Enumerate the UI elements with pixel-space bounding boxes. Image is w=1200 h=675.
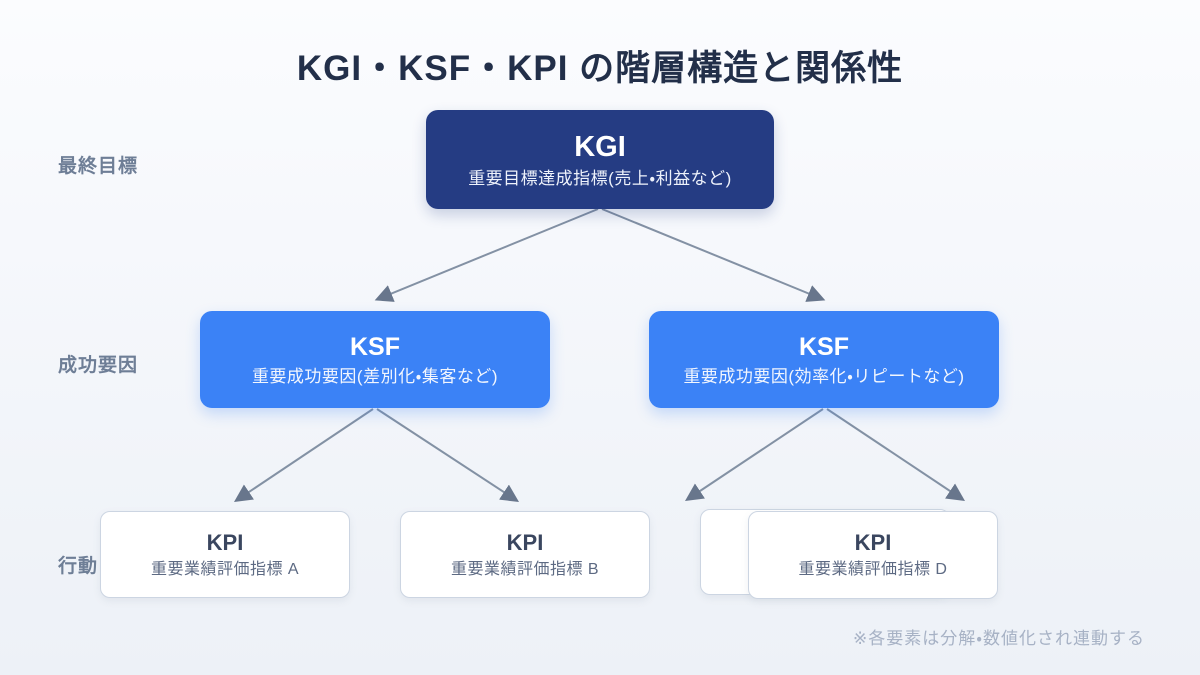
arrow-ksfr-to-kpi-c [685,408,824,501]
ksf-right-card-description: 重要成功要因(効率化・リピートなど) [683,366,965,386]
page-title: KGI・KSF・KPI の階層構造と関係性 [296,49,904,88]
ksf-right-card-title: KSF [799,332,849,361]
ksf-left-card: KSF 重要成功要因(差別化・集客など) [200,311,550,408]
footnote: ※各要素は分解・数値化され連動する [852,629,1145,648]
kpi-b-card-description: 重要業績評価指標 B [450,560,600,578]
ksf-left-card-description: 重要成功要因(差別化・集客など) [251,366,499,386]
kgi-card-title: KGI [574,130,626,163]
row-label-success-factor: 成功要因 [58,355,139,376]
kpi-d-card-description: 重要業績評価指標 D [798,561,948,578]
kgi-card-description: 重要目標達成指標(売上・利益など) [468,168,732,188]
arrow-kgi-to-ksf-left [374,208,599,302]
row-label-action: 行動 [58,556,99,577]
ksf-right-card: KSF 重要成功要因(効率化・リピートなど) [649,311,999,408]
row-label-final-goal: 最終目標 [58,156,139,177]
kpi-d-card: KPI 重要業績評価指標 D [748,511,998,599]
kgi-card: KGI 重要目標達成指標(売上・利益など) [426,110,774,209]
kpi-a-card-description: 重要業績評価指標 A [150,560,300,578]
kpi-a-card: KPI 重要業績評価指標 A [100,511,350,598]
ksf-left-card-title: KSF [350,332,400,361]
arrow-kgi-to-ksf-right [601,208,826,302]
arrow-ksfl-to-kpi-a [234,408,374,503]
kpi-b-card-title: KPI [506,529,544,555]
kpi-b-card: KPI 重要業績評価指標 B [400,511,650,598]
arrow-ksfr-to-kpi-d [826,408,965,501]
kpi-a-card-title: KPI [206,529,244,555]
kpi-d-card-title: KPI [854,530,892,555]
arrow-ksfl-to-kpi-b [376,408,520,502]
